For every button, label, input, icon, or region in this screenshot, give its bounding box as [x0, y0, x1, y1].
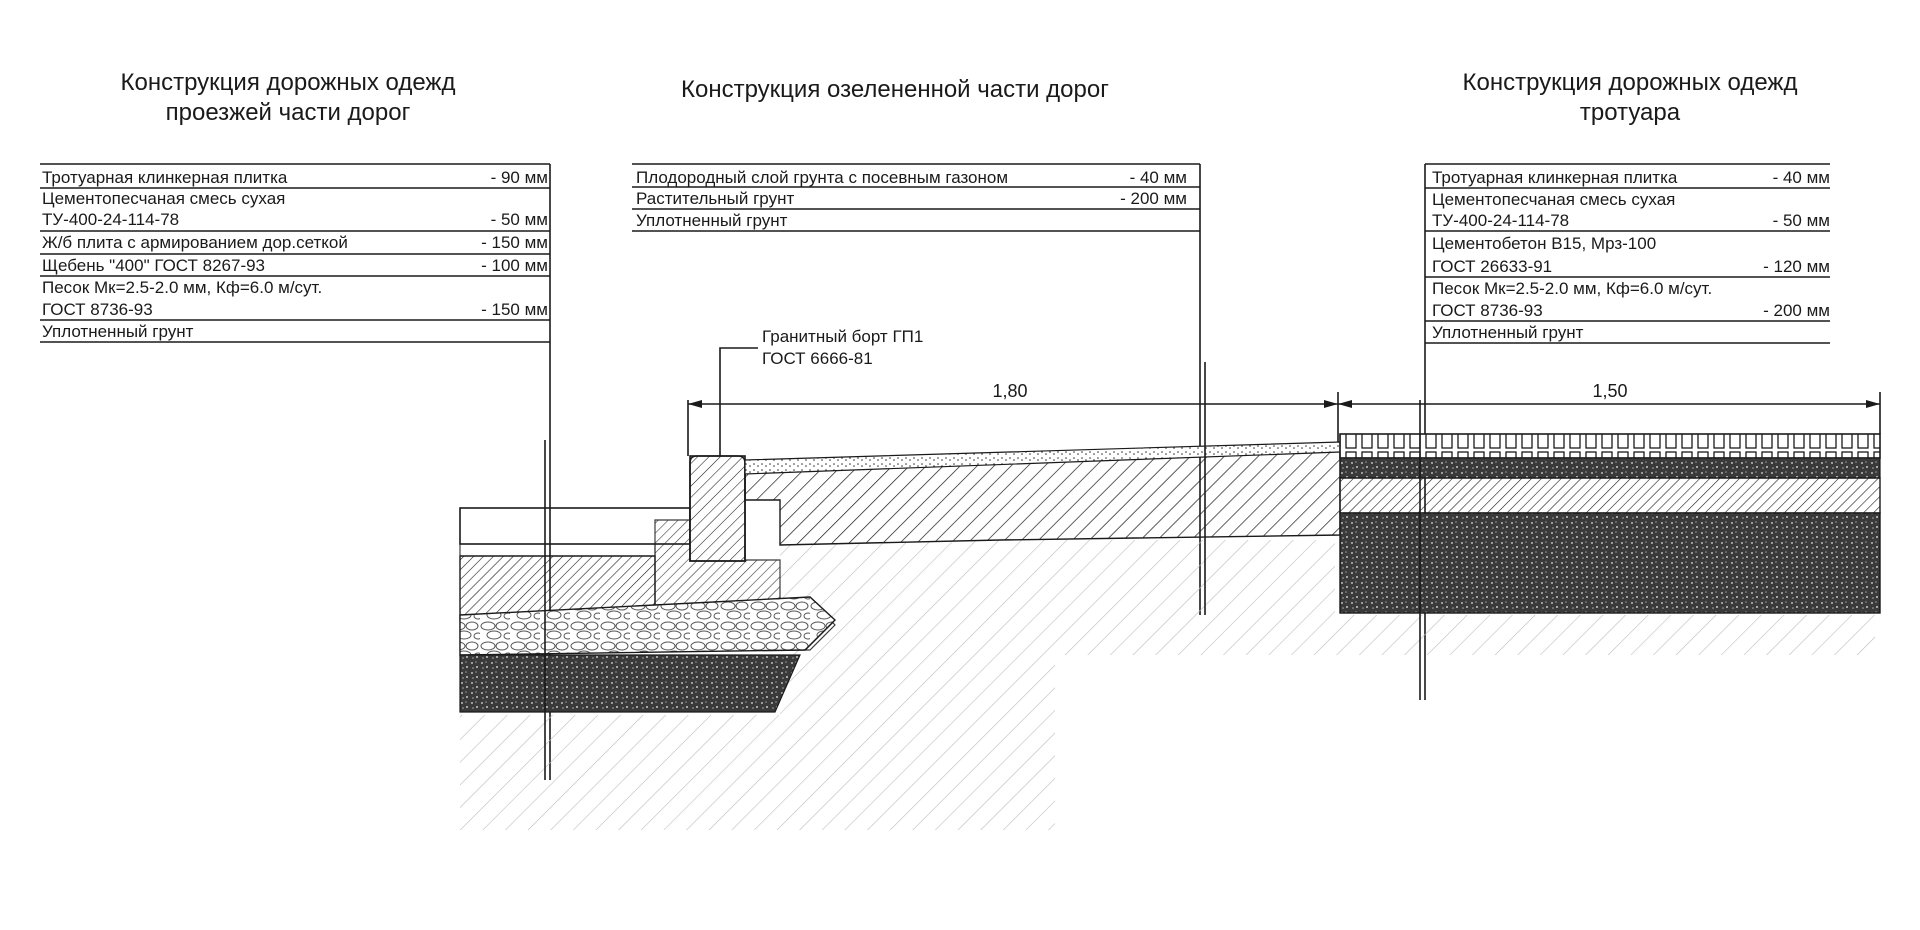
- legend-left-layer-6: Уплотненный грунт: [42, 322, 194, 341]
- legend-left-thickness-5: - 150 мм: [481, 300, 548, 319]
- legend-right-layer-1: Тротуарная клинкерная плитка: [1432, 168, 1678, 187]
- curb-callout: Гранитный борт ГП1 ГОСТ 6666-81: [719, 327, 923, 456]
- legend-center-layer-3: Уплотненный грунт: [636, 211, 788, 230]
- legend-right-layer-2-spec: ТУ-400-24-114-78: [1432, 211, 1569, 230]
- legend-left-layer-4: Щебень "400" ГОСТ 8267-93: [42, 256, 265, 275]
- legend-right-thickness-1: - 40 мм: [1773, 168, 1830, 187]
- title-left-line1: Конструкция дорожных одежд: [121, 69, 456, 96]
- cross-section: [459, 362, 1881, 830]
- legend-right-thickness-2: - 50 мм: [1773, 211, 1830, 230]
- legend-right-layer-3-spec: ГОСТ 26633-91: [1432, 257, 1552, 276]
- cement-sand-layer-right: [1339, 457, 1881, 479]
- legend-center-thickness-2: - 200 мм: [1120, 189, 1187, 208]
- legend-left-layer-5-spec: ГОСТ 8736-93: [42, 300, 153, 319]
- legend-right-thickness-3: - 120 мм: [1763, 257, 1830, 276]
- dimension-sidewalk-width: 1,50: [1592, 381, 1627, 401]
- title-right-line1: Конструкция дорожных одежд: [1463, 69, 1798, 96]
- title-left-line2: проезжей части дорог: [166, 99, 411, 126]
- granite-curb: [689, 455, 746, 562]
- legend-right-layer-3: Цементобетон В15, Мрз-100: [1432, 234, 1656, 253]
- dimension-lines: 1,80 1,50: [687, 381, 1881, 456]
- clinker-tile-layer-right: [1339, 433, 1881, 459]
- legend-left-thickness-4: - 100 мм: [481, 256, 548, 275]
- legend-center-thickness-1: - 40 мм: [1130, 168, 1187, 187]
- legend-left-layer-2-spec: ТУ-400-24-114-78: [42, 210, 179, 229]
- legend-center-layer-1: Плодородный слой грунта с посевным газон…: [636, 168, 1008, 187]
- curb-label-line2: ГОСТ 6666-81: [762, 349, 873, 368]
- curb-label-line1: Гранитный борт ГП1: [762, 327, 923, 346]
- legend-left-thickness-3: - 150 мм: [481, 233, 548, 252]
- legend-center: Плодородный слой грунта с посевным газон…: [632, 163, 1201, 615]
- cement-concrete-layer: [1339, 477, 1881, 514]
- crushed-stone-layer: [459, 596, 837, 656]
- legend-left-layer-1: Тротуарная клинкерная плитка: [42, 168, 288, 187]
- legend-right-thickness-4: - 200 мм: [1763, 301, 1830, 320]
- legend-right: Тротуарная клинкерная плитка - 40 мм Цем…: [1424, 163, 1830, 700]
- title-center: Конструкция озелененной части дорог: [681, 76, 1109, 103]
- legend-left-layer-5: Песок Мк=2.5-2.0 мм, Кф=6.0 м/сут.: [42, 278, 322, 297]
- legend-left-layer-3: Ж/б плита с армированием дор.сеткой: [42, 233, 348, 252]
- dimension-green-width: 1,80: [992, 381, 1027, 401]
- legend-center-layer-2: Растительный грунт: [636, 189, 794, 208]
- title-right-line2: тротуара: [1580, 99, 1681, 126]
- legend-left-thickness-1: - 90 мм: [491, 168, 548, 187]
- legend-right-layer-4: Песок Мк=2.5-2.0 мм, Кф=6.0 м/сут.: [1432, 279, 1712, 298]
- legend-left-layer-2: Цементопесчаная смесь сухая: [42, 189, 285, 208]
- legend-right-layer-5: Уплотненный грунт: [1432, 323, 1584, 342]
- legend-left: Тротуарная клинкерная плитка - 90 мм Цем…: [40, 163, 551, 780]
- legend-left-thickness-2: - 50 мм: [491, 210, 548, 229]
- legend-right-layer-4-spec: ГОСТ 8736-93: [1432, 301, 1543, 320]
- cement-sand-layer-left: [459, 543, 656, 557]
- legend-right-layer-2: Цементопесчаная смесь сухая: [1432, 190, 1675, 209]
- sand-layer-left: [459, 654, 801, 713]
- sand-layer-right: [1339, 512, 1881, 614]
